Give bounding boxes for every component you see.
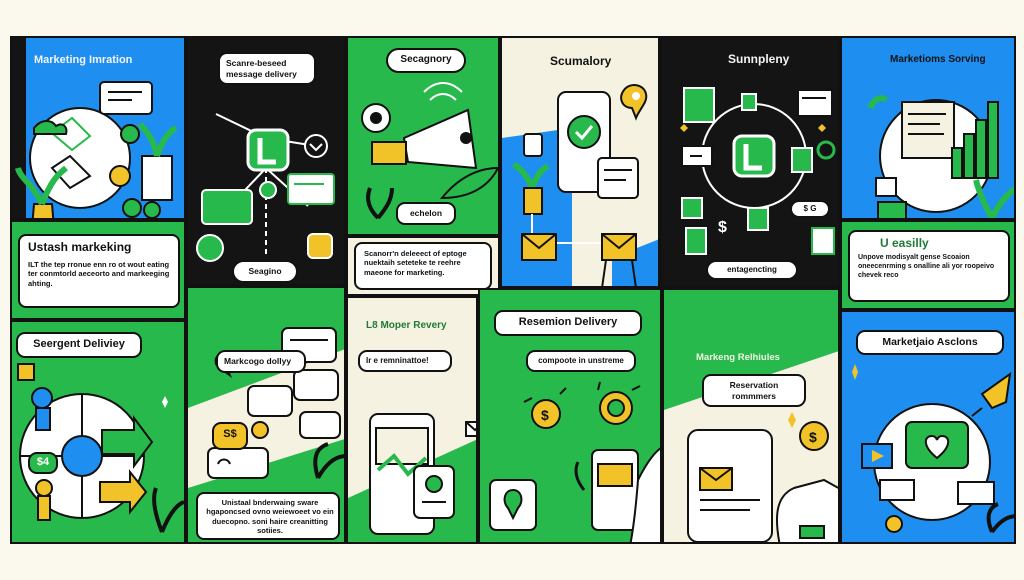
entagencting-pill: entagencting — [706, 260, 798, 280]
message-delivery-bubble: Scanre-beseed message delivery — [218, 52, 316, 86]
panel-sunnpleny: Sunnpleny $ $ G entagencting — [660, 36, 840, 288]
phone-map-icon — [348, 413, 476, 542]
info-box: Unistaal bnderwaing sware hgaponcsed ovn… — [196, 492, 340, 540]
panel-marketing-delivery: Markcogo dollyy S$ Unistaal bnderwaing s… — [186, 286, 346, 544]
megaphone-icon — [361, 82, 498, 220]
panel-title: Sunnpleny — [728, 52, 790, 66]
panel-u-easily: U easilly Unpove modisyalt gense Scoaion… — [840, 220, 1016, 310]
panel-marketing-integration: Marketing Imration — [10, 36, 186, 220]
segment-delivery-bubble: Seergent Deliviey — [16, 332, 142, 358]
process-wheel-icon — [12, 38, 178, 218]
panel-marketing-actions: Marketjaio Asclons — [840, 310, 1016, 544]
reminder-bubble: Ir e remninattoe! — [358, 350, 452, 372]
panel-marketing-reminders: $ Markeng Relhiules Reservation rommmers — [662, 288, 840, 544]
currency-chip: $ G — [790, 200, 830, 218]
panel-message-delivery: Scanre-beseed message delivery Seagino — [186, 36, 346, 286]
compoote-bubble: compoote in unstreme — [526, 350, 636, 372]
info-box: Ustash markeking ILT the tep rronue enn … — [18, 234, 180, 308]
reservation-reminders-bubble: Reservation rommmers — [702, 374, 806, 408]
info-box: U easilly Unpove modisyalt gense Scoaion… — [848, 230, 1010, 302]
svg-text:$: $ — [718, 219, 727, 236]
marketing-actions-bubble: Marketjaio Asclons — [856, 330, 1004, 356]
panel-title: L8 Moper Revery — [366, 320, 447, 331]
hub-circle-icon: $ — [680, 87, 836, 255]
coin-phone-icon: $ — [489, 381, 660, 542]
reminder-phone-icon: $ — [664, 290, 838, 542]
caption-text: Scanorr'n deleeect of eptoge nuektaih se… — [364, 249, 467, 277]
panel-secagnory-caption: Scanorr'n deleeect of eptoge nuektaih se… — [346, 236, 500, 296]
panel-title: Markeng Relhiules — [696, 352, 780, 363]
caption-box: Scanorr'n deleeect of eptoge nuektaih se… — [354, 242, 492, 290]
echelon-tag: echelon — [396, 202, 456, 225]
panel-secagnory: Secagnory echelon — [346, 36, 500, 236]
marketing-delivery-bubble: Markcogo dollyy — [216, 350, 306, 373]
info-body: Unistaal bnderwaing sware hgaponcsed ovn… — [206, 498, 334, 536]
heart-chat-icon — [852, 364, 1014, 534]
panel-ustash-marketing: Ustash markeking ILT the tep rronue enn … — [10, 220, 186, 320]
svg-text:$: $ — [541, 407, 549, 423]
network-diagram-icon — [196, 113, 335, 262]
info-title: U easilly — [880, 236, 929, 250]
panel-scumalory: Scumalory — [500, 36, 660, 288]
panel-marketing-serving: Marketioms Sorving — [840, 36, 1016, 220]
bar-chart-icon — [867, 95, 1014, 218]
seagino-pill: Seagino — [232, 260, 298, 283]
price-badge: $4 — [28, 452, 58, 474]
panel-reservation-delivery: Resemion Delivery compoote in unstreme $ — [478, 288, 662, 544]
info-body: ILT the tep rronue enn ro ot wout eating… — [28, 260, 170, 288]
panel-title: Marketioms Sorving — [890, 54, 986, 65]
info-body: Unpove modisyalt gense Scoaion oneecenrm… — [858, 254, 995, 279]
svg-text:$: $ — [809, 429, 817, 445]
panel-segment-delivery: Seergent Deliviey $4 — [10, 320, 186, 544]
secagnory-bubble: Secagnory — [386, 48, 466, 73]
infographic-board: Marketing Imration Scanre-beseed message… — [10, 36, 1016, 544]
panel-moper-revery: L8 Moper Revery Ir e remninattoe! — [346, 296, 478, 544]
panel-title: Marketing Imration — [34, 54, 133, 66]
money-chip: S$ — [212, 422, 248, 450]
segment-wheel-icon — [17, 363, 184, 533]
reservation-delivery-bubble: Resemion Delivery — [494, 310, 642, 336]
phone-pin-icon — [502, 84, 658, 286]
panel-title: Scumalory — [550, 54, 612, 68]
info-title: Ustash markeking — [28, 240, 132, 254]
